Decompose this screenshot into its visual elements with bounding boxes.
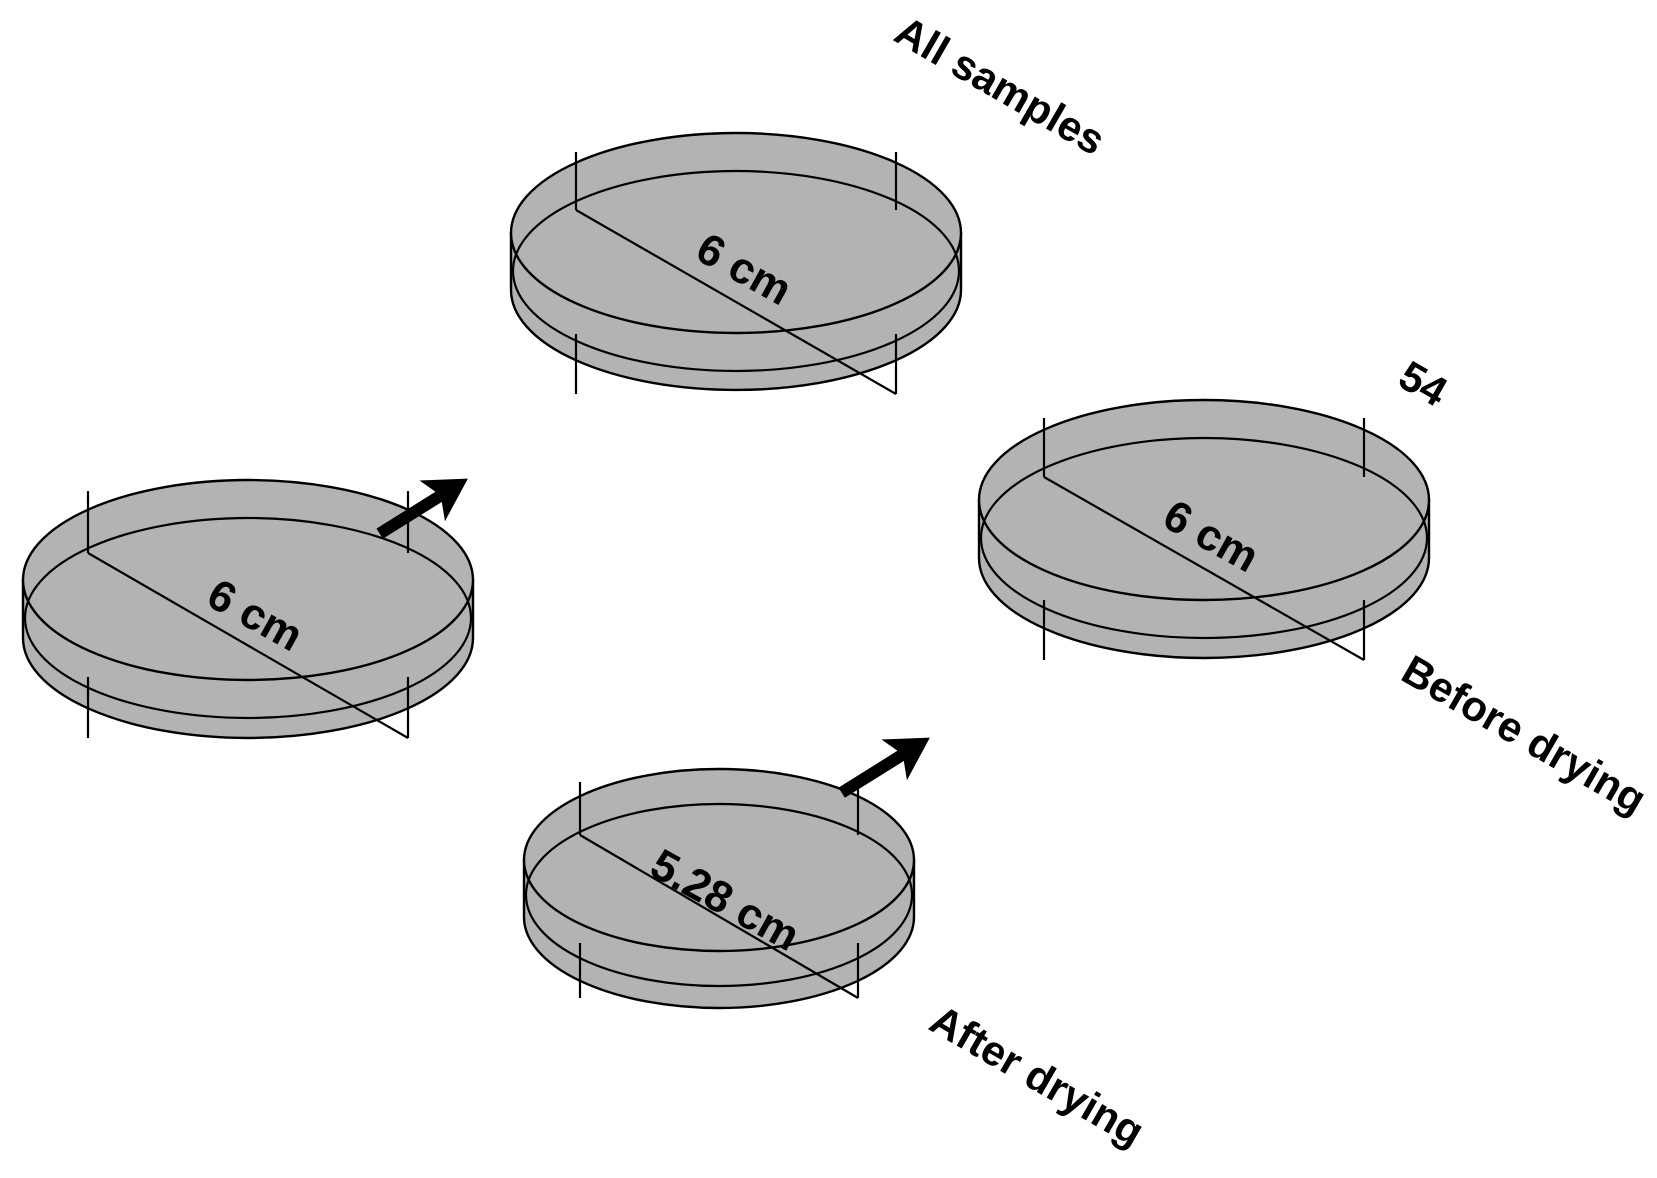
disk-inner-rim — [524, 802, 914, 988]
disk-inner-rim — [979, 436, 1429, 640]
diameter-line — [579, 834, 859, 999]
disk-top — [21, 478, 475, 682]
diameter-line — [1043, 476, 1365, 661]
arrow-down-left-icon — [838, 739, 922, 798]
disk-top — [977, 398, 1431, 602]
arrow-to-left-group — [376, 478, 468, 539]
disk-group-left: 6 cm — [21, 478, 475, 740]
disk-top — [522, 767, 916, 953]
caption-all-samples: All samples — [887, 7, 1113, 164]
disk-inner-rim — [23, 516, 473, 720]
disk-inner-rim — [511, 169, 961, 373]
disk-before-drying: 6 cm — [977, 398, 1431, 661]
disk-top — [509, 131, 963, 335]
caption-before-drying: Before drying — [1394, 646, 1654, 823]
disk-after-drying: 5.28 cm — [522, 767, 916, 1010]
disk-all-samples: 6 cm — [509, 131, 963, 395]
arrow-to-after-drying — [838, 737, 930, 798]
caption-count: 54 — [1391, 351, 1456, 415]
arrow-down-left-icon — [376, 480, 460, 539]
diameter-line — [575, 209, 897, 395]
diameter-line — [87, 552, 409, 739]
caption-after-drying: After drying — [922, 996, 1152, 1156]
